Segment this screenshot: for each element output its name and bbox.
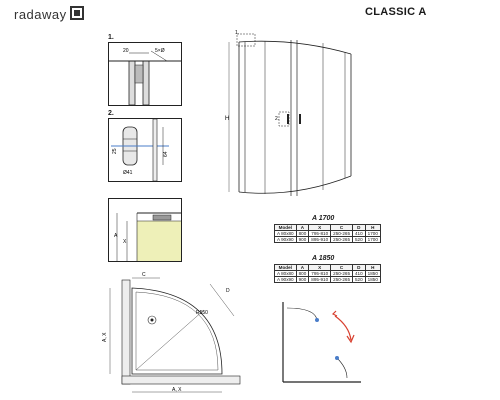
main-elevation-drawing: 1. 2. H [225, 30, 352, 196]
step-1-panel: 20 5×Ø [108, 42, 182, 106]
table-row: A 90x90 900 895-910 250-265 520 1850 [274, 276, 381, 283]
step-3-detail-drawing: A X [114, 212, 181, 261]
step-1-dim-angle: 5×Ø [155, 48, 165, 54]
table-cell: 250-265 [330, 270, 353, 277]
step-1-detail-drawing: 20 5×Ø [109, 48, 181, 106]
step-3-dim-a: A [114, 233, 118, 239]
step-2-dim-diameter: Ø41 [123, 170, 133, 176]
spec-table-2: Model A X C D H A 80x80 800 795-810 250-… [274, 264, 381, 283]
table-cell: 795-810 [308, 270, 332, 277]
table-cell: 250-265 [330, 236, 353, 243]
brand-logo-icon [69, 6, 84, 20]
brand-logo: radaway [14, 6, 84, 22]
table-header-row: Model A X C D H [274, 264, 381, 271]
product-title: CLASSIC A [365, 6, 427, 18]
step-2-dim-height: 64 [163, 151, 169, 157]
plan-view-drawing: R550 C D A, X A, X [102, 272, 241, 393]
table-cell: 795-810 [308, 230, 332, 237]
table-row: A 80x80 800 795-810 250-265 410 1700 [274, 230, 381, 237]
red-arrow-icon [334, 315, 352, 341]
door-opening-diagram [282, 302, 361, 383]
table-cell: 250-265 [330, 230, 353, 237]
step-2-detail-drawing: 25 64 Ø41 [111, 118, 169, 182]
table-cell: 895-910 [308, 276, 332, 283]
step-2-number: 2. [108, 110, 114, 117]
step-2-dim-side: 25 [112, 148, 118, 154]
step-2-panel: 25 64 Ø41 [108, 118, 182, 182]
spec-table-1: Model A X C D H A 80x80 800 795-810 250-… [274, 224, 381, 243]
table-cell: 1700 [364, 236, 381, 243]
table-cell: A 90x90 [274, 276, 297, 283]
main-callout-1: 1. [235, 30, 239, 36]
table-cell: A 90x90 [274, 236, 297, 243]
step-3-panel: A X [108, 198, 182, 262]
plan-label-r: R550 [196, 310, 208, 316]
main-dim-h: H [225, 116, 229, 122]
plan-label-d: D [226, 288, 230, 294]
table-cell: 1850 [364, 276, 381, 283]
table-cell: 900 [295, 236, 310, 243]
plan-label-c: C [142, 272, 146, 278]
table-cell: A 80x80 [274, 270, 297, 277]
spec-table-1-title: A 1700 [312, 215, 335, 222]
table-cell: 250-265 [330, 276, 353, 283]
brand-logo-text: radaway [14, 7, 67, 22]
plan-label-ax-horizontal: A, X [172, 387, 182, 393]
table-cell: 900 [295, 276, 310, 283]
step-1-dim-top: 20 [123, 48, 129, 54]
step-3-dim-x: X [123, 239, 127, 245]
table-cell: 895-910 [308, 236, 332, 243]
table-row: A 90x90 900 895-910 250-265 520 1700 [274, 236, 381, 243]
spec-table-2-title: A 1850 [312, 255, 335, 262]
table-cell: 520 [352, 276, 366, 283]
step-1-number: 1. [108, 34, 114, 41]
table-cell: 520 [352, 236, 366, 243]
main-callout-2: 2. [275, 116, 279, 122]
plan-label-ax-vertical: A, X [102, 332, 108, 342]
table-cell: A 80x80 [274, 230, 297, 237]
